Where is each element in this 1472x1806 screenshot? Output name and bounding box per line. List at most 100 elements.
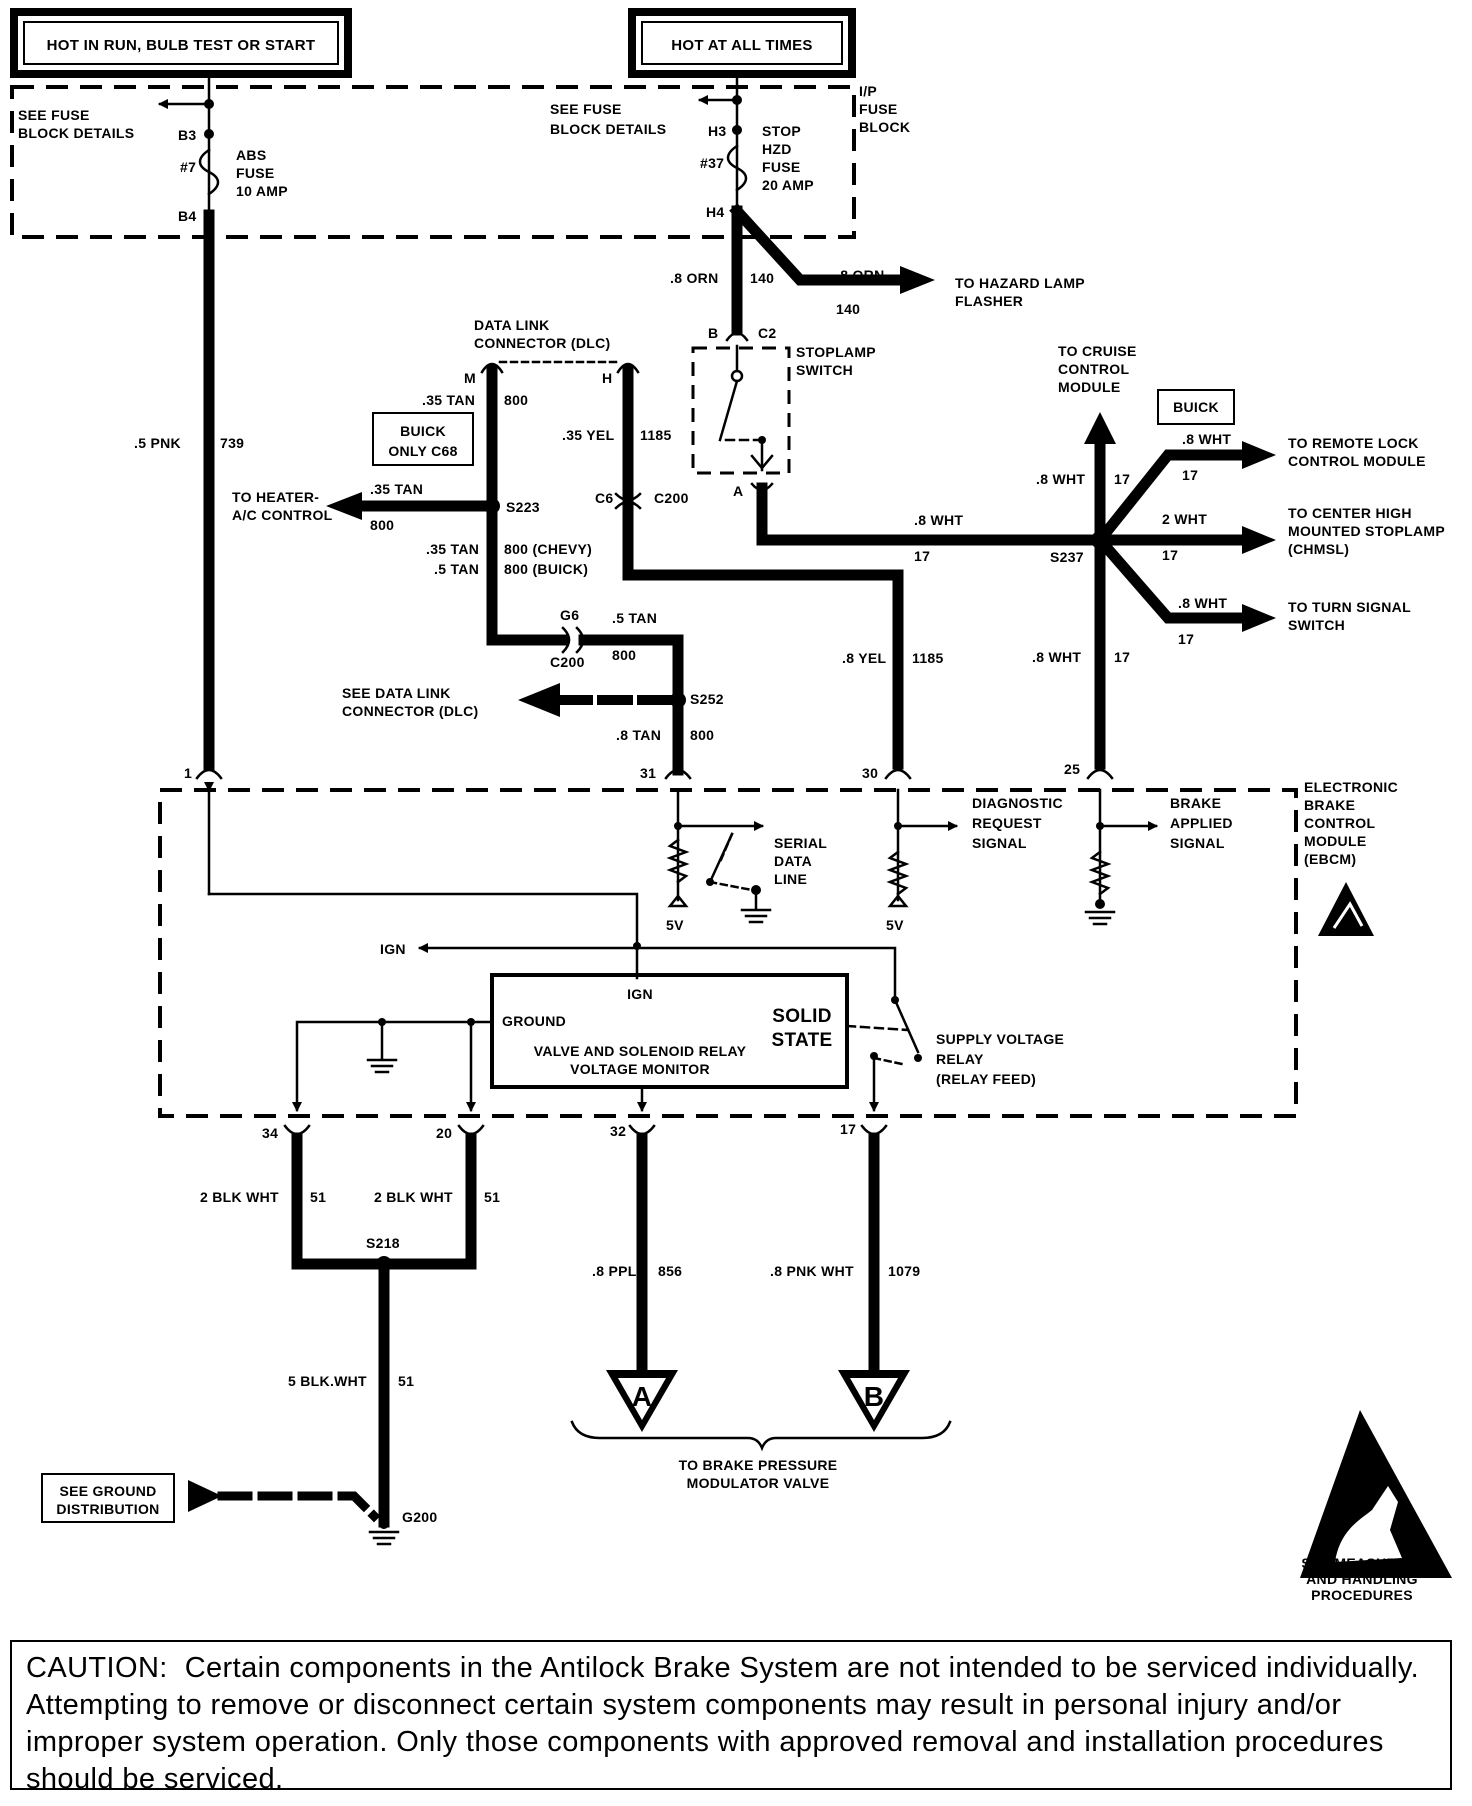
caution-box: CAUTION: Certain components in the Antil… [10, 1640, 1452, 1795]
wire-739-label: 739 [220, 435, 244, 451]
relay-label-2: RELAY [936, 1051, 984, 1067]
hot-in-run-label: HOT IN RUN, BULB TEST OR START [47, 37, 316, 54]
fuse-number-7: #7 [180, 159, 196, 175]
c800-a-label: 800 [504, 392, 528, 408]
pin-h4: H4 [706, 204, 725, 220]
serial-label-3: LINE [774, 871, 807, 887]
wht17-low-label: .8 WHT [1032, 649, 1081, 665]
wire-yel-1185 [622, 364, 904, 770]
blk5-label: 5 BLK.WHT [288, 1373, 367, 1389]
conn-g6: G6 [560, 607, 579, 623]
blk34-label: 2 BLK WHT [200, 1189, 279, 1205]
serial-label-1: SERIAL [774, 835, 827, 851]
c800-c-label: 800 [612, 647, 636, 663]
cruise-label-2: CONTROL [1058, 361, 1129, 377]
orn-label-b: .8 ORN [836, 267, 884, 283]
wht17-h-label: .8 WHT [914, 512, 963, 528]
c17-ts-label: 17 [1178, 631, 1194, 647]
monitor-label-1: VALVE AND SOLENOID RELAY [534, 1043, 747, 1059]
c17-rl-label: 17 [1182, 467, 1198, 483]
pin-30: 30 [862, 765, 878, 781]
dlc-label-1: DATA LINK [474, 317, 550, 333]
ebcm-label-4: MODULE [1304, 833, 1366, 849]
c17-h-label: 17 [914, 548, 930, 564]
c800-chevy-label: 800 (CHEVY) [504, 541, 592, 557]
hot-at-all-times-box: HOT AT ALL TIMES [628, 8, 856, 78]
g200-label: G200 [402, 1509, 437, 1525]
abs-fuse-label-2: FUSE [236, 165, 275, 181]
orn-label-a: .8 ORN [670, 270, 718, 286]
brake-label-1: BRAKE [1170, 795, 1221, 811]
brake-label-2: APPLIED [1170, 815, 1233, 831]
heater-label-2: A/C CONTROL [232, 507, 333, 523]
yel1185-a-label: .35 YEL [562, 427, 615, 443]
wire-pnk-label: .5 PNK [134, 435, 181, 451]
ign-in-label: IGN [627, 986, 653, 1002]
turn-signal-label-2: SWITCH [1288, 617, 1345, 633]
blk20-label: 2 BLK WHT [374, 1189, 453, 1205]
dlc-label-2: CONNECTOR (DLC) [474, 335, 610, 351]
solid-label-1: SOLID [772, 1006, 832, 1027]
c51-a-label: 51 [310, 1189, 326, 1205]
wht17-v-label: .8 WHT [1036, 471, 1085, 487]
diag-label-2: REQUEST [972, 815, 1042, 831]
c800-buick-label: 800 (BUICK) [504, 561, 588, 577]
esd-label-3: PROCEDURES [1311, 1587, 1413, 1603]
solid-label-2: STATE [772, 1030, 833, 1051]
caution-label: CAUTION: [26, 1652, 168, 1684]
buick-c68-label-2: ONLY C68 [388, 443, 457, 459]
s223-label: S223 [506, 499, 540, 515]
remote-lock-label-1: TO REMOTE LOCK [1288, 435, 1419, 451]
hot-at-all-times-label: HOT AT ALL TIMES [671, 37, 812, 54]
wire-tan-800-ebcm [578, 634, 684, 776]
hazard-label-2: FLASHER [955, 293, 1023, 309]
hot-in-run-box: HOT IN RUN, BULB TEST OR START [10, 8, 352, 78]
pin-34: 34 [262, 1125, 278, 1141]
buick-label: BUICK [1173, 399, 1219, 415]
dlc-pin-h: H [602, 370, 612, 386]
conn-c6: C6 [595, 490, 614, 506]
conn-c2: C2 [758, 325, 777, 341]
conn-c200-a: C200 [654, 490, 689, 506]
stoplamp-label-2: SWITCH [796, 362, 853, 378]
see-fuse-mid-2: BLOCK DETAILS [550, 121, 666, 137]
turn-signal-label-1: TO TURN SIGNAL [1288, 599, 1411, 615]
relay-label-1: SUPPLY VOLTAGE [936, 1031, 1064, 1047]
s252-label: S252 [690, 691, 724, 707]
c17-v-label: 17 [1114, 471, 1130, 487]
ppl-label: .8 PPL [592, 1263, 637, 1279]
pin-25: 25 [1064, 761, 1080, 777]
stop-fuse-label-1: STOP [762, 123, 801, 139]
pin-31: 31 [640, 765, 656, 781]
yel8-label: .8 YEL [842, 650, 886, 666]
stop-fuse-label-4: 20 AMP [762, 177, 814, 193]
ground-dist-label-1: SEE GROUND [59, 1483, 156, 1499]
modulator-label-1: TO BRAKE PRESSURE [679, 1457, 838, 1473]
serial-label-2: DATA [774, 853, 812, 869]
pin-1: 1 [184, 765, 192, 781]
buick-c68-label-1: BUICK [400, 423, 446, 439]
chmsl-label-3: (CHMSL) [1288, 541, 1349, 557]
see-fuse-left-1: SEE FUSE [18, 107, 90, 123]
ip-label-2: FUSE [859, 101, 898, 117]
wire-tan-800 [486, 364, 569, 646]
c51-b-label: 51 [484, 1189, 500, 1205]
ip-label-3: BLOCK [859, 119, 910, 135]
c856-label: 856 [658, 1263, 682, 1279]
remote-lock-label-2: CONTROL MODULE [1288, 453, 1426, 469]
conn-a: A [733, 483, 743, 499]
pnkwht-label: .8 PNK WHT [770, 1263, 854, 1279]
pin-17: 17 [840, 1121, 856, 1137]
stoplamp-switch-outline [691, 346, 791, 475]
c17-ch-label: 17 [1162, 547, 1178, 563]
c800-d-label: 800 [690, 727, 714, 743]
c140-label-a: 140 [750, 270, 774, 286]
monitor-label-2: VOLTAGE MONITOR [570, 1061, 710, 1077]
c51-c-label: 51 [398, 1373, 414, 1389]
ground-dist-label-2: DISTRIBUTION [56, 1501, 159, 1517]
cruise-label-3: MODULE [1058, 379, 1120, 395]
see-ground-distribution-box: SEE GROUND DISTRIBUTION [41, 1473, 175, 1523]
wht-ts-label: .8 WHT [1178, 595, 1227, 611]
chmsl-label-2: MOUNTED STOPLAMP [1288, 523, 1445, 539]
ebcm-label-3: CONTROL [1304, 815, 1375, 831]
